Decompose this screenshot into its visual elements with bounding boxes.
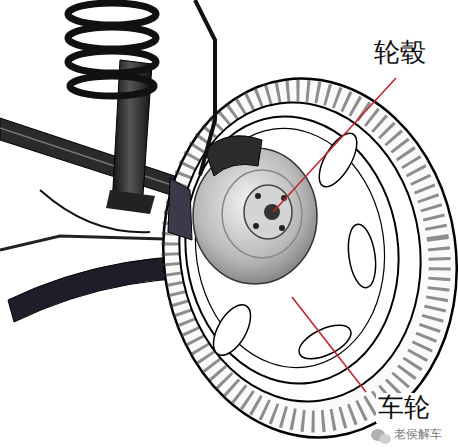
tire xyxy=(140,59,458,448)
rim xyxy=(168,103,415,398)
part-label: 轮毂 xyxy=(372,38,428,68)
watermark: 老侯解车 xyxy=(392,428,444,442)
coil-spring xyxy=(68,3,156,96)
brake-disc xyxy=(168,136,317,284)
leader-line xyxy=(273,78,396,392)
wechat-icon xyxy=(371,429,391,444)
strut xyxy=(106,0,215,214)
part-label: 车轮 xyxy=(376,393,432,423)
hub xyxy=(244,185,292,239)
